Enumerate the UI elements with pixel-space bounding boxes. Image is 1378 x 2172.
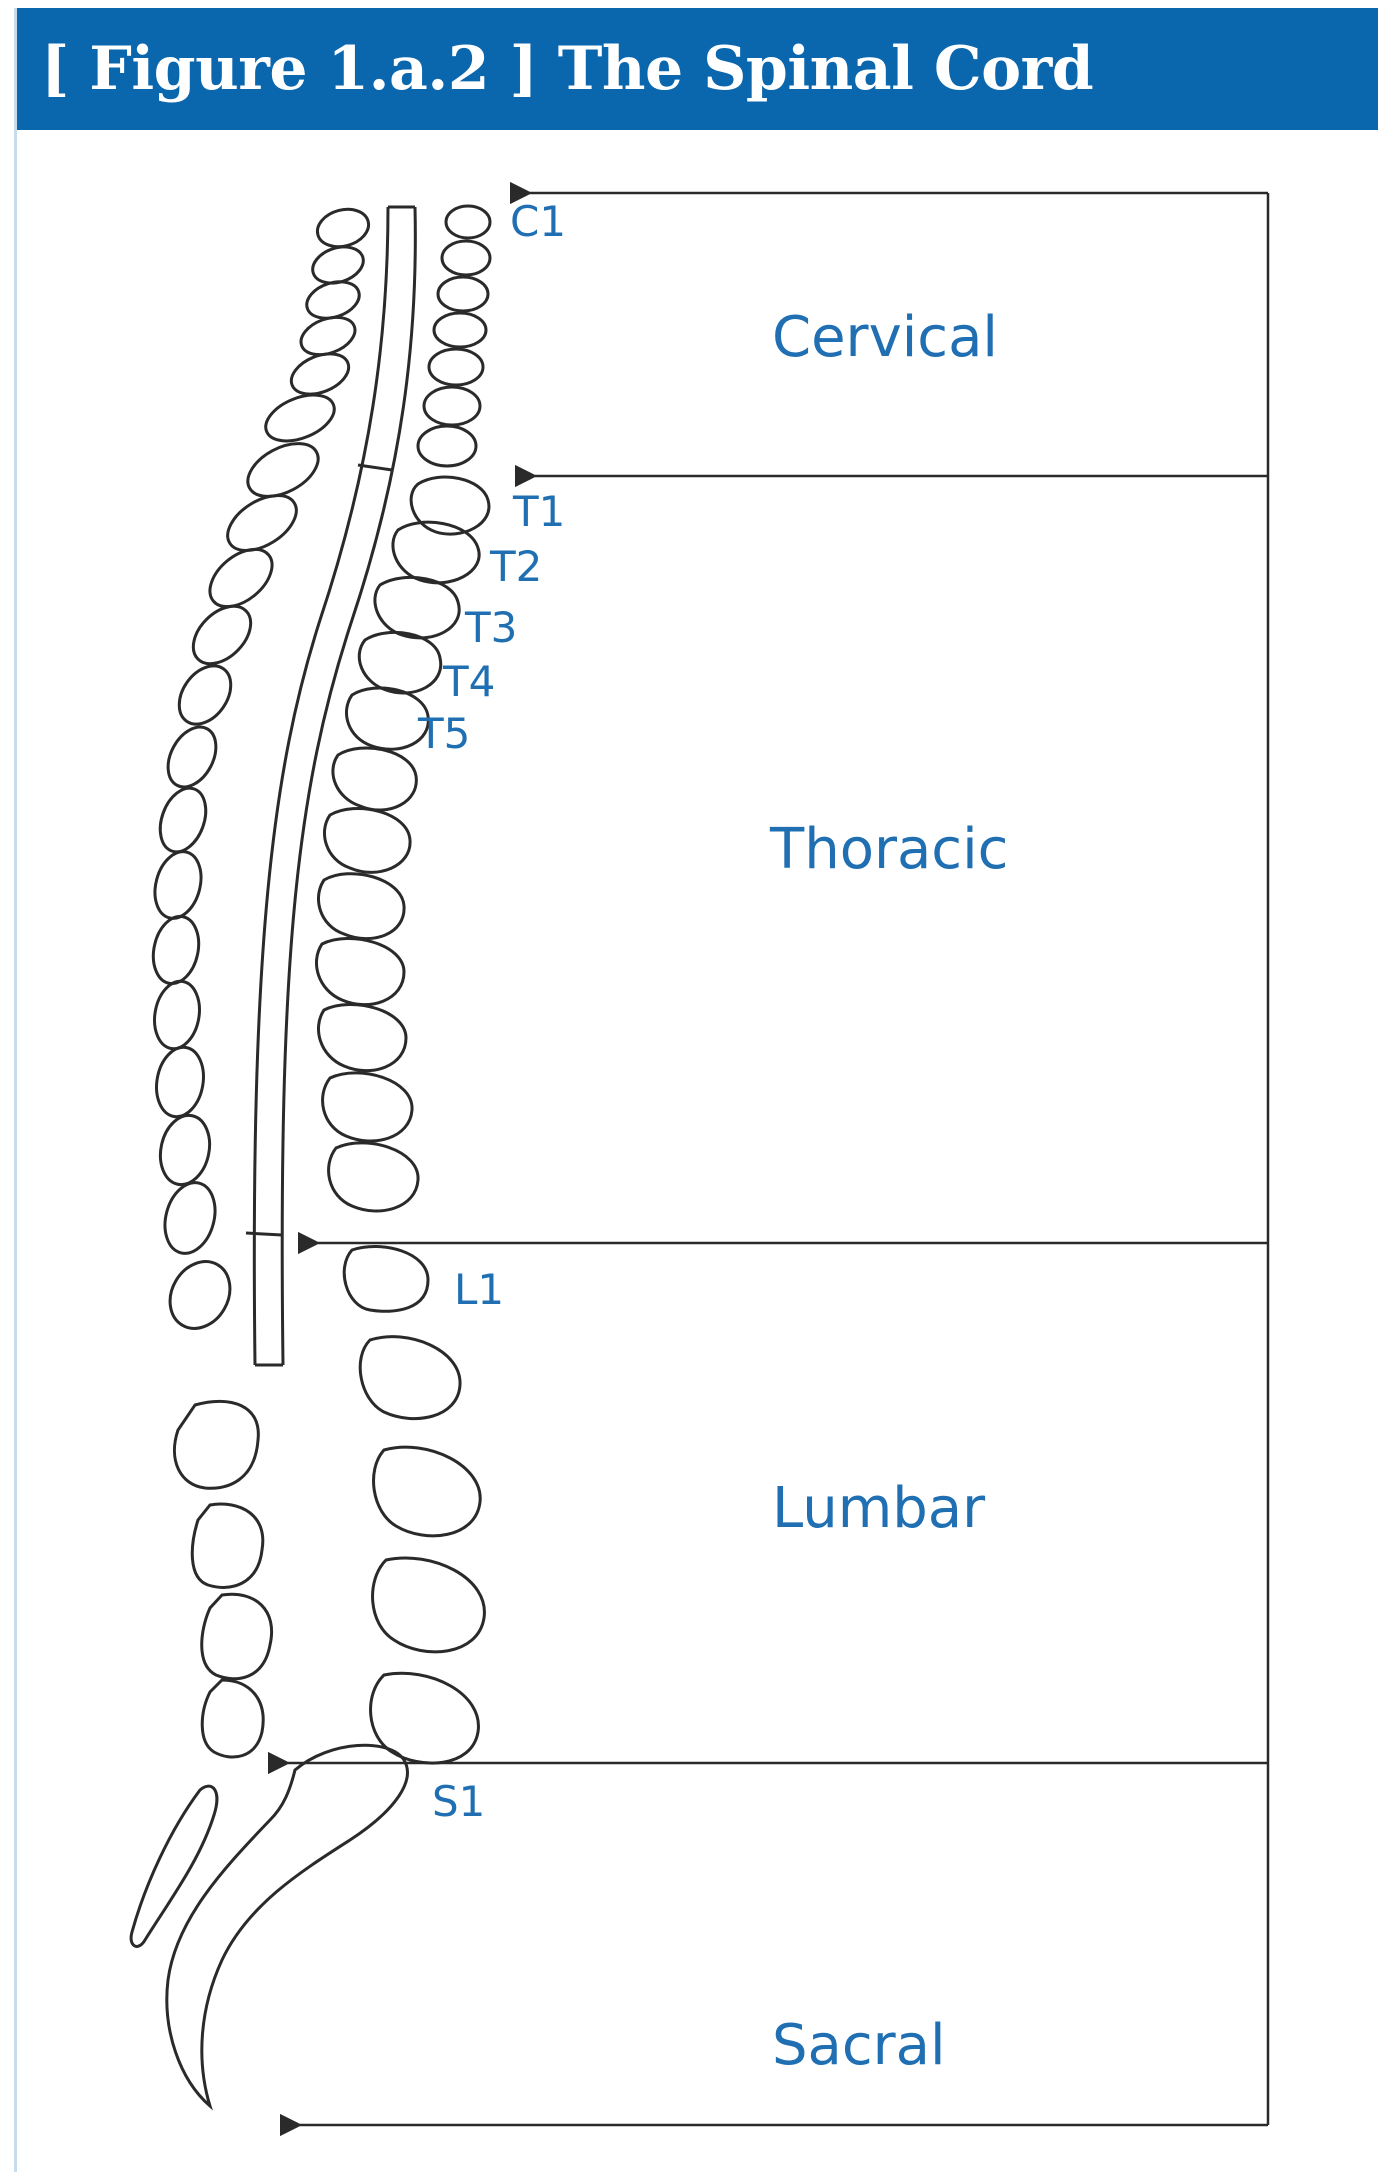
level-label-t2: T2 bbox=[490, 543, 542, 591]
level-label-t3: T3 bbox=[465, 604, 517, 652]
region-label-sacral: Sacral bbox=[772, 2014, 946, 2078]
spinal-cord bbox=[246, 207, 415, 1365]
level-label-t5: T5 bbox=[418, 710, 470, 758]
region-label-lumbar: Lumbar bbox=[772, 1477, 985, 1541]
level-label-t1: T1 bbox=[513, 488, 565, 536]
level-label-t4: T4 bbox=[443, 658, 495, 706]
region-label-thoracic: Thoracic bbox=[770, 818, 1008, 882]
region-label-cervical: Cervical bbox=[772, 306, 998, 370]
level-label-c1: C1 bbox=[510, 198, 566, 246]
level-label-s1: S1 bbox=[432, 1778, 485, 1826]
level-label-l1: L1 bbox=[454, 1266, 504, 1314]
